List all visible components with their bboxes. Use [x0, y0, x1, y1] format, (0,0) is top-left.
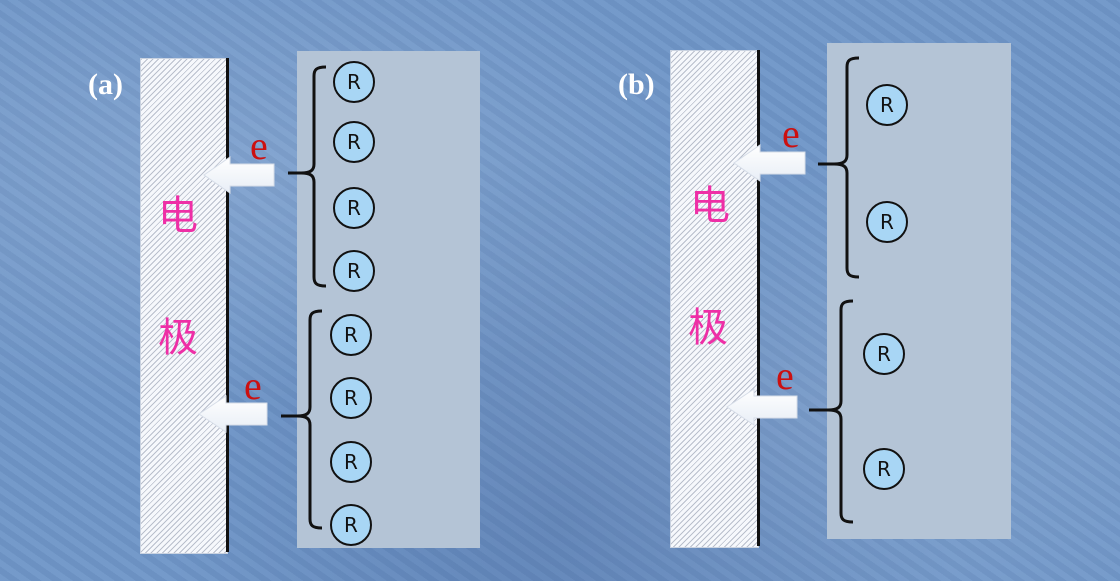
brace-a-2: [296, 309, 323, 530]
electrode-a-char-2: 极: [158, 315, 198, 361]
brace-b-2: [827, 299, 854, 524]
molecule-r-b-1-2: R: [866, 201, 908, 243]
molecule-r-a-2-2: R: [330, 377, 372, 419]
molecule-r-a-1-2: R: [333, 121, 375, 163]
electron-arrow-a-1: [203, 156, 275, 194]
molecule-r-b-2-1: R: [863, 333, 905, 375]
electrode-a-surface: [226, 58, 229, 552]
electrode-b-char-2: 极: [688, 305, 728, 351]
electron-arrow-b-2: [726, 388, 798, 426]
electron-label-b-2: e: [776, 353, 794, 398]
panel-b-label: (b): [618, 68, 655, 101]
molecule-r-a-1-4: R: [333, 250, 375, 292]
brace-a-1: [300, 65, 327, 288]
molecule-r-b-2-2: R: [863, 448, 905, 490]
molecule-r-a-1-3: R: [333, 187, 375, 229]
panel-a-label: (a): [88, 68, 123, 101]
electrode-a-char-1: 电: [158, 193, 198, 239]
molecule-r-a-2-3: R: [330, 441, 372, 483]
electron-arrow-b-1: [733, 144, 806, 182]
brace-b-1: [833, 56, 860, 279]
solution-b: [827, 43, 1011, 539]
electrode-b: [670, 50, 759, 548]
electrode-a: [140, 58, 228, 554]
electron-label-a-1: e: [250, 123, 268, 168]
molecule-r-b-1-1: R: [866, 84, 908, 126]
molecule-r-a-1-1: R: [333, 61, 375, 103]
electrode-b-surface: [757, 50, 760, 546]
electron-label-b-1: e: [782, 111, 800, 156]
molecule-r-a-2-1: R: [330, 314, 372, 356]
solution-a: [297, 51, 480, 548]
electron-label-a-2: e: [244, 363, 262, 408]
electron-arrow-a-2: [198, 395, 268, 433]
electrode-b-char-1: 电: [690, 183, 730, 229]
molecule-r-a-2-4: R: [330, 504, 372, 546]
